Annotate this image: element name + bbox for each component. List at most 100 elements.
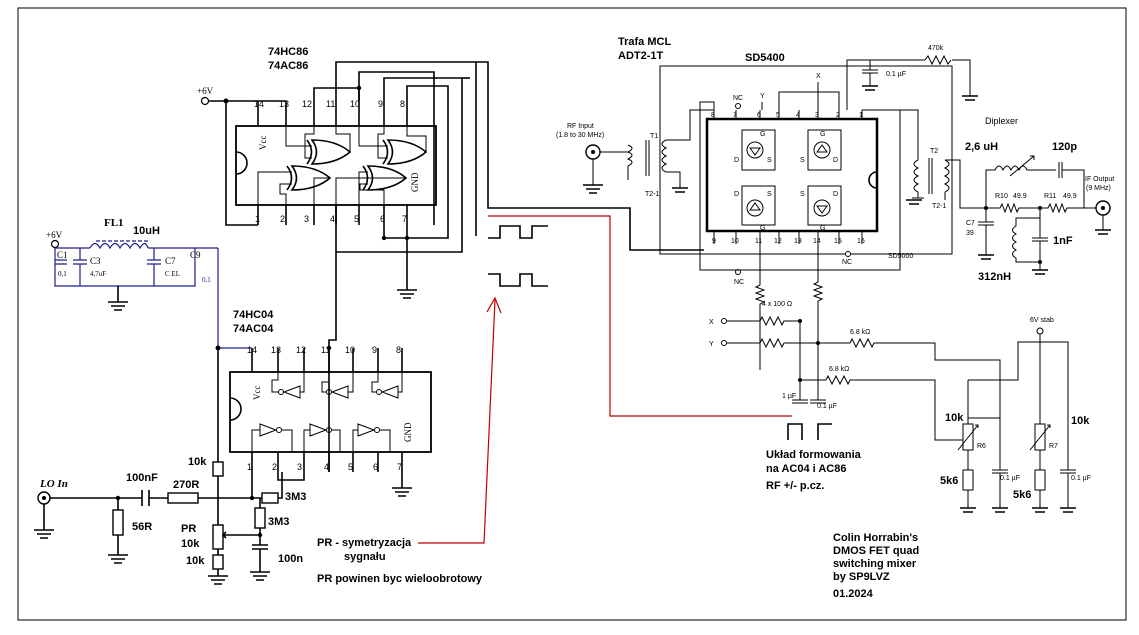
res-270r-label: 270R <box>173 479 199 491</box>
sd-pin: 11 <box>755 238 762 245</box>
waveform-shaper <box>787 423 832 440</box>
diplexer: Diplexer 2,6 uH 120p R10 49.9 R11 49.9 C… <box>965 116 1114 283</box>
credit-block: Colin Horrabin's DMOS FET quad switching… <box>833 532 919 600</box>
chip2-pin: 12 <box>296 345 306 355</box>
sd-pin: 7 <box>733 112 737 119</box>
ground-symbol <box>1095 229 1111 235</box>
c1-value: 0,1 <box>58 270 67 278</box>
fet-gate-label: G <box>760 225 765 232</box>
chip1-gnd-label: GND <box>410 172 420 192</box>
ground-symbol <box>108 301 128 311</box>
fet-q3: D S G <box>734 185 776 232</box>
r7-label: R7 <box>1049 443 1058 450</box>
cap-01uf-r1-label: 0.1 µF <box>1000 475 1020 482</box>
wire-to-mixer-1 <box>476 61 704 251</box>
sd5400-block: Trafa MCL ADT2-1T SD5400 8 7 6 5 4 3 2 1… <box>618 36 953 286</box>
sd-pin: 12 <box>774 238 782 245</box>
t2-secondary <box>943 159 950 193</box>
if-output-label-2: (9 MHz) <box>1086 185 1111 192</box>
c3-label: C3 <box>90 256 101 266</box>
annotation-arrow <box>418 299 496 544</box>
c3-value: 4,7uF <box>90 270 106 278</box>
pot-pr[interactable] <box>212 524 224 550</box>
r11-label: R11 <box>1044 193 1056 200</box>
credit-line3: switching mixer <box>833 558 917 570</box>
cap-100nf <box>141 490 150 506</box>
r6-10k-label: 10k <box>945 412 964 424</box>
ground-symbol <box>862 85 878 91</box>
res-10k <box>212 461 224 477</box>
credit-line2: DMOS FET quad <box>833 545 919 557</box>
chip1-pin: 8 <box>400 99 405 109</box>
ground-symbol <box>583 184 603 194</box>
cap-100n-label: 100n <box>278 553 303 565</box>
supply-filter: +6V FL1 10uH C1 0,1 C3 4,7uF C7 C EL C9 … <box>46 217 218 311</box>
shaper-note-line3: RF +/- p.cz. <box>766 480 824 492</box>
fet-drain-label: D <box>734 157 739 164</box>
r10-value: 49.9 <box>1013 193 1027 200</box>
chip2-name: 74HC04 <box>233 309 274 321</box>
chip2-pin: 4 <box>324 462 329 472</box>
chip2-body <box>229 371 432 453</box>
trafa-label-1: Trafa MCL <box>618 36 671 48</box>
waveform-pos <box>488 225 548 239</box>
t1-type-label: T2-1 <box>645 191 660 198</box>
sd-pin: 13 <box>794 238 802 245</box>
sd-pin: 5 <box>776 112 780 119</box>
note-pr-line2: sygnału <box>344 551 386 563</box>
c9-label: C9 <box>190 250 201 260</box>
r10-label: R10 <box>995 193 1008 200</box>
chip1-pin: 4 <box>330 214 335 224</box>
cap-01uf-r2-label: 0.1 µF <box>1071 475 1091 482</box>
fet-drain-label: D <box>734 191 739 198</box>
nc-label: NC <box>734 279 744 286</box>
chip2-pin: 2 <box>272 462 277 472</box>
res-10k-b <box>212 554 224 570</box>
fet-gate-label: G <box>760 131 765 138</box>
ind-26uh-label: 2,6 uH <box>965 141 998 153</box>
res-68k-b-label: 6.8 kΩ <box>829 366 849 373</box>
ground-symbol <box>208 575 228 585</box>
res-68k-a-label: 6.8 kΩ <box>850 329 870 336</box>
res-470k-label: 470k <box>928 45 944 52</box>
rf-input-label-1: RF Input <box>567 123 594 130</box>
ground-symbol <box>906 199 922 205</box>
fet-source-label: S <box>767 191 772 198</box>
x-input-label: X <box>709 319 714 326</box>
c1-label: C1 <box>57 250 68 260</box>
sd-pin: 6 <box>757 112 761 119</box>
fet-source-label: S <box>800 191 805 198</box>
frame-border <box>17 7 1127 621</box>
annotation-arrowhead <box>486 296 502 314</box>
fet-gate-label: G <box>820 131 825 138</box>
res-10k-b-label: 10k <box>186 555 205 567</box>
nc-label: NC <box>842 259 852 266</box>
x-top-label: X <box>816 73 821 80</box>
bias-trimmers: 6V stab 10k R6 5k6 0.1 µF R7 5k6 10k 0.1… <box>940 317 1091 513</box>
fl1-label: FL1 <box>104 217 124 229</box>
fet-source-label: S <box>767 157 772 164</box>
chip1-pin: 12 <box>302 99 312 109</box>
sd-pin: 16 <box>857 238 865 245</box>
note-pr-line3: PR powinen byc wieloobrotowy <box>317 573 483 585</box>
chip2-pin: 11 <box>321 345 330 355</box>
sd-pin: 10 <box>731 238 739 245</box>
c9-value: 0,1 <box>202 276 211 284</box>
res-r6-5k6 <box>962 469 974 491</box>
gate-drive: 4 x 100 Ω X Y 6.8 kΩ 6.8 kΩ 1 µF 0.1 µF <box>709 262 1001 441</box>
wire-xor-b <box>335 61 477 236</box>
inductor-fl1 <box>89 242 149 250</box>
chip2-pin: 6 <box>373 462 378 472</box>
sd5400-label: SD5400 <box>745 52 785 64</box>
lo-input: LO In 100nF 56R 270R 10k PR 10k 10k 3M3 <box>34 455 306 585</box>
bias-top-right: 470k 0.1 µF <box>846 45 978 110</box>
supply-left-label: +6V <box>46 230 63 240</box>
pr-label: PR <box>181 523 196 535</box>
credit-line4: by SP9LVZ <box>833 571 890 583</box>
chip1-pin: 13 <box>279 99 289 109</box>
t2-label: T2 <box>930 148 938 155</box>
ground-symbol <box>34 529 54 539</box>
note-pr-line1: PR - symetryzacja <box>317 537 412 549</box>
chip1-pin: 2 <box>280 214 285 224</box>
ground-symbol <box>1060 507 1076 513</box>
